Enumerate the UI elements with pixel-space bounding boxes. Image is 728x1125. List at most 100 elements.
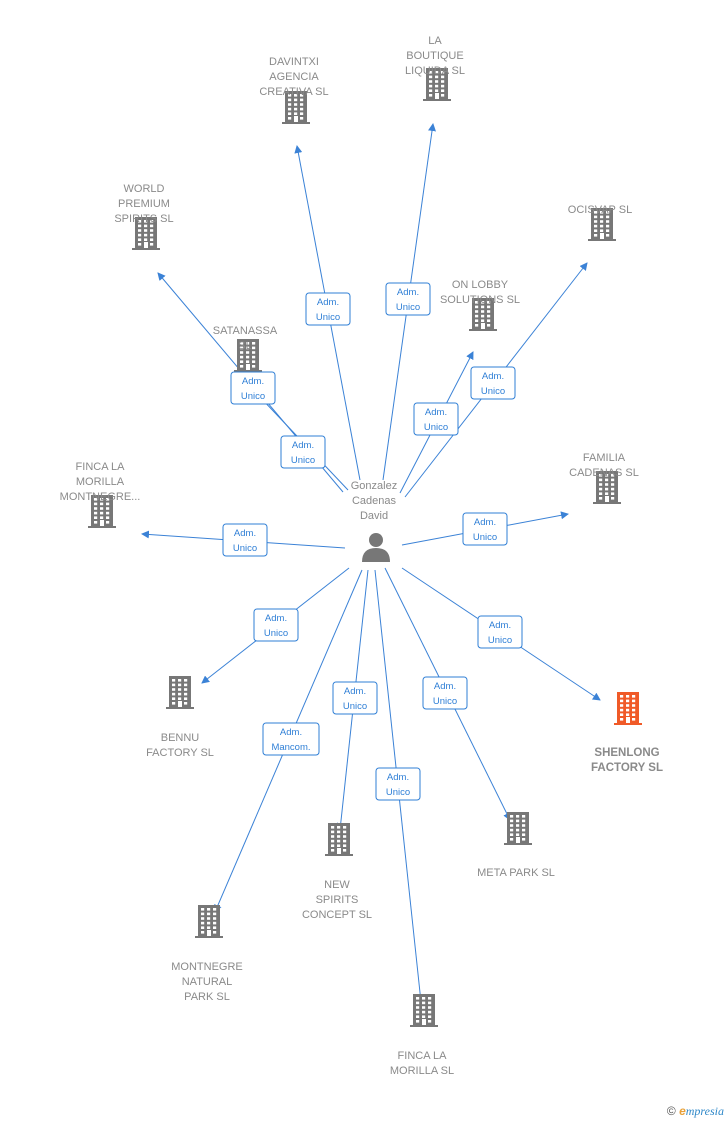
company-label: AGENCIA	[269, 71, 319, 83]
building-icon	[614, 692, 642, 725]
person-icon	[362, 533, 390, 562]
building-icon	[88, 495, 116, 528]
building-icon	[234, 339, 262, 372]
company-label: CREATIVA SL	[259, 86, 328, 98]
role-label: Unico	[488, 635, 512, 646]
role-label: Adm.	[344, 686, 366, 697]
company-label: SL	[238, 340, 251, 352]
role-label: Adm.	[292, 440, 314, 451]
role-badge-finca2[interactable]: Adm. Unico	[375, 767, 421, 801]
company-label: FINCA LA	[398, 1050, 448, 1062]
role-label: Adm.	[280, 727, 302, 738]
role-label: Adm.	[397, 287, 419, 298]
building-icon	[410, 994, 438, 1027]
company-label: CONCEPT SL	[302, 909, 372, 921]
company-label: MONTNEGRE	[171, 961, 243, 973]
role-label: Adm.	[474, 517, 496, 528]
role-label: Unico	[433, 696, 457, 707]
company-finca1[interactable]: FINCA LA MORILLA MONTNEGRE...	[60, 461, 141, 528]
building-icon	[325, 823, 353, 856]
company-davintxi[interactable]: DAVINTXI AGENCIA CREATIVA SL	[259, 56, 329, 124]
role-label: Adm.	[482, 371, 504, 382]
company-ocisvap[interactable]: OCISVAP SL	[568, 204, 632, 241]
role-label: Unico	[343, 701, 367, 712]
company-label: PREMIUM	[118, 198, 170, 210]
building-icon	[593, 471, 621, 504]
person-label: Gonzalez	[351, 480, 397, 492]
company-label: META PARK SL	[477, 867, 555, 879]
company-label: MONTNEGRE...	[60, 491, 141, 503]
company-satanassa[interactable]: SATANASSA SL	[213, 325, 278, 372]
copyright-symbol: ©	[666, 1104, 676, 1118]
role-badge-metapark[interactable]: Adm.Unico	[422, 676, 468, 710]
company-label: BOUTIQUE	[406, 50, 463, 62]
role-label: Unico	[424, 422, 448, 433]
company-boutique[interactable]: LA BOUTIQUE LIQUIDA SL	[405, 35, 465, 101]
company-label: FACTORY SL	[146, 747, 214, 759]
company-bennu[interactable]: BENNU FACTORY SL	[146, 676, 214, 759]
role-label: Adm.	[387, 772, 409, 783]
role-badge-familia[interactable]: Adm. Unico	[462, 512, 508, 546]
role-label: Adm.	[234, 528, 256, 539]
company-label: OCISVAP SL	[568, 204, 632, 216]
role-label: Adm.	[425, 407, 447, 418]
company-label: SPIRITS	[316, 894, 359, 906]
role-label: Adm.	[489, 620, 511, 631]
company-label: PARK SL	[184, 991, 230, 1003]
role-badge-davintxi[interactable]: Adm.Unico	[305, 292, 351, 326]
building-icon	[166, 676, 194, 709]
role-label: Unico	[473, 532, 497, 543]
company-onlobby[interactable]: ON LOBBY SOLUTIONS SL	[440, 279, 520, 331]
company-label: MORILLA SL	[390, 1065, 454, 1077]
role-badge-onlobby[interactable]: Adm. Unico	[413, 402, 459, 436]
brand-logo-text: mpresia	[685, 1104, 724, 1118]
role-badge-shenlong[interactable]: Adm. Unico	[477, 615, 523, 649]
building-icon	[195, 905, 223, 938]
company-label: ON LOBBY	[452, 279, 509, 291]
footer-brand: © empresia	[667, 1104, 724, 1119]
company-label: DAVINTXI	[269, 56, 319, 68]
company-montnegre[interactable]: MONTNEGRE NATURAL PARK SL	[171, 905, 243, 1003]
building-icon	[504, 812, 532, 845]
role-badge-newspirits[interactable]: Adm. Unico	[332, 681, 378, 715]
role-label: Mancom.	[271, 742, 310, 753]
role-badge-montnegre[interactable]: Adm. Mancom.	[262, 722, 320, 756]
role-badge-world[interactable]: Adm.Unico	[230, 371, 276, 405]
company-label: SATANASSA	[213, 325, 278, 337]
company-label: BENNU	[161, 732, 200, 744]
role-label: Unico	[241, 391, 265, 402]
company-label: SHENLONG	[594, 747, 659, 759]
company-label: SOLUTIONS SL	[440, 294, 520, 306]
company-label: MORILLA	[76, 476, 125, 488]
company-label: FAMILIA	[583, 452, 626, 464]
company-label: SPIRITS SL	[114, 213, 173, 225]
role-label: Unico	[291, 455, 315, 466]
role-label: Adm.	[317, 297, 339, 308]
building-icon	[132, 217, 160, 250]
role-label: Unico	[386, 787, 410, 798]
building-icon	[282, 91, 310, 124]
role-badge-finca1[interactable]: Adm.Unico	[222, 523, 268, 557]
company-label: FINCA LA	[76, 461, 126, 473]
role-label: Unico	[396, 302, 420, 313]
person-label: Cadenas	[352, 495, 397, 507]
role-badge-satanassa[interactable]: Adm. Unico	[280, 435, 326, 469]
person-label: David	[360, 510, 388, 522]
brand-logo-e: e	[679, 1104, 686, 1118]
role-badge-ocisvap[interactable]: Adm. Unico	[470, 366, 516, 400]
company-label: NATURAL	[182, 976, 233, 988]
company-label: LA	[428, 35, 442, 47]
company-label: LIQUIDA SL	[405, 65, 465, 77]
role-label: Unico	[481, 386, 505, 397]
role-badge-boutique[interactable]: Adm. Unico	[385, 282, 431, 316]
building-icon	[588, 208, 616, 241]
company-finca2[interactable]: FINCA LA MORILLA SL	[390, 994, 454, 1077]
company-metapark[interactable]: META PARK SL	[477, 812, 555, 879]
role-badge-bennu[interactable]: Adm.Unico	[253, 608, 299, 642]
